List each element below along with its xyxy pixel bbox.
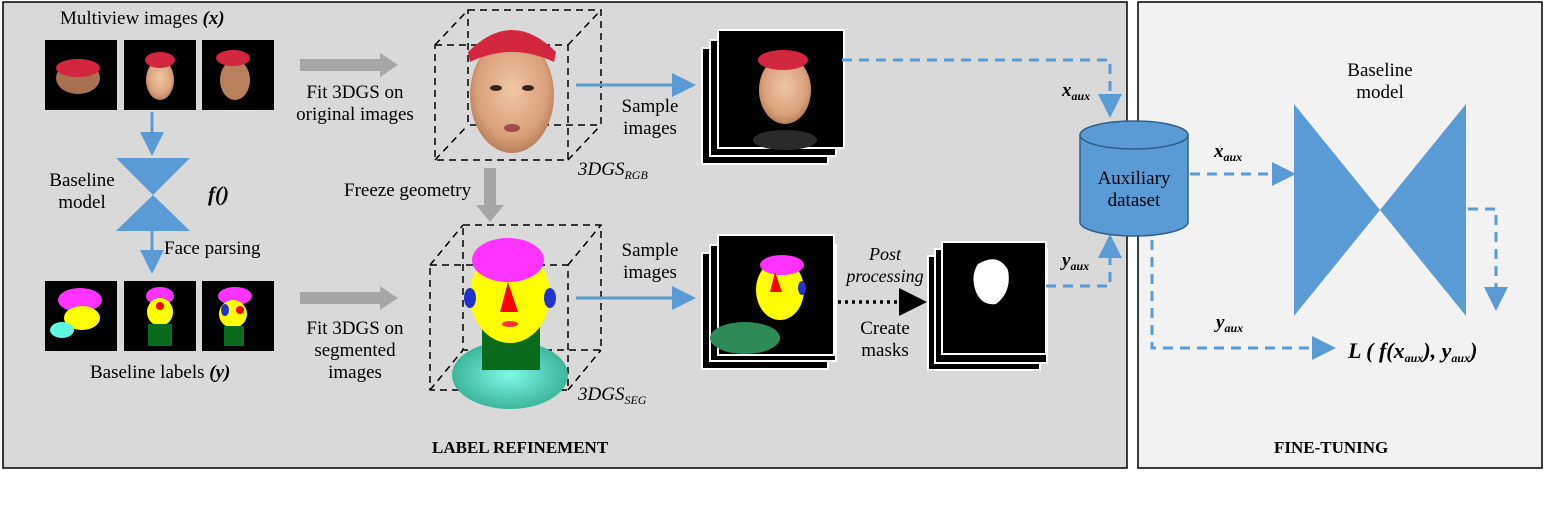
f-function-label: f() xyxy=(208,182,229,206)
seg-sample-stack xyxy=(701,234,837,370)
gs-rgb-label: 3DGSRGB xyxy=(578,159,648,182)
cube-seg xyxy=(429,224,602,391)
label-refinement-title: LABEL REFINEMENT xyxy=(432,438,609,457)
fit-rgb-arrow xyxy=(300,53,398,77)
ft-baseline-model-bowtie xyxy=(1294,104,1466,316)
auxiliary-dataset-cylinder xyxy=(1079,120,1189,237)
baseline-label-images xyxy=(45,281,274,351)
arrow-model-to-loss xyxy=(1468,207,1508,311)
arrow-yaux-to-dataset xyxy=(1046,234,1122,288)
freeze-geometry-arrow xyxy=(476,168,504,222)
rgb-sample-stack xyxy=(701,29,845,165)
face-rgb xyxy=(468,30,556,153)
loss-function-label: L ( f(xaux), yaux) xyxy=(1348,338,1478,366)
face-parsing-label: Face parsing xyxy=(164,238,261,259)
y-aux-label: yaux xyxy=(1062,250,1090,273)
fit-seg-arrow xyxy=(300,286,398,310)
x-aux-label: xaux xyxy=(1062,80,1091,103)
arrow-xaux-to-dataset xyxy=(842,58,1122,118)
gs-seg-label: 3DGSSEG xyxy=(578,384,647,407)
freeze-geometry-label: Freeze geometry xyxy=(344,180,472,201)
mask-stack xyxy=(927,241,1048,371)
arrow-yaux-to-loss xyxy=(1150,240,1336,360)
baseline-model-hourglass xyxy=(116,158,190,231)
face-seg xyxy=(452,238,568,409)
baseline-labels-label: Baseline labels (y) xyxy=(90,362,231,383)
fine-tuning-title: FINE-TUNING xyxy=(1274,438,1389,457)
ft-x-aux-label: xaux xyxy=(1214,141,1243,164)
multiview-images-label: Multiview images (x) xyxy=(60,8,225,29)
multiview-images xyxy=(45,40,274,110)
ft-y-aux-label: yaux xyxy=(1216,312,1244,335)
